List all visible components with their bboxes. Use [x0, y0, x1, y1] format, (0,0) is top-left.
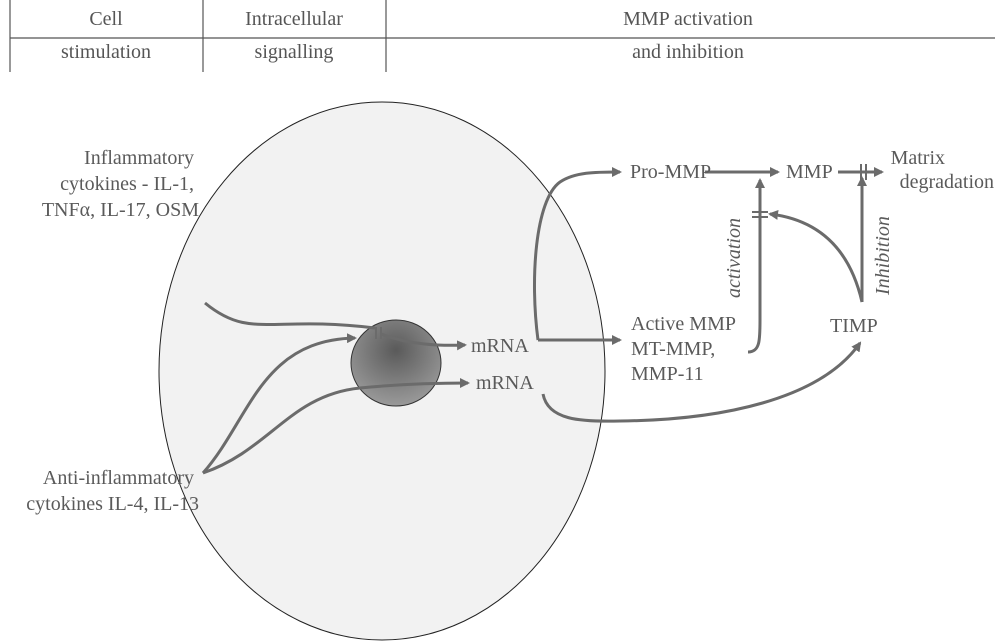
mrna-label-2: mRNA	[476, 372, 534, 394]
mrna-to-timp-arrow	[541, 341, 862, 423]
inflammatory-label: Inflammatory cytokines - IL-1, TNFα, IL-…	[42, 147, 199, 221]
mmp-label: MMP	[786, 161, 833, 183]
header-col2-line1: Intracellular	[245, 8, 343, 30]
anti-inflammatory-label: Anti-inflammatory cytokines IL-4, IL-13	[26, 467, 199, 515]
header-col3-line2: and inhibition	[632, 41, 744, 63]
inhibition-label: Inhibition	[872, 216, 894, 296]
pro-mmp-label: Pro-MMP	[630, 161, 711, 183]
activation-arrow	[747, 178, 765, 354]
matrix-degradation-label: Matrix degradation	[891, 147, 994, 193]
anti-inflammatory-arrow-1	[201, 333, 357, 474]
timp-label: TIMP	[830, 315, 878, 337]
header-col1-line1: Cell	[89, 8, 123, 30]
nucleus-to-mrna1-arrow	[380, 332, 467, 351]
active-mmp-label: Active MMP MT-MMP, MMP-11	[631, 313, 740, 385]
inflammatory-arrow	[204, 301, 376, 330]
timp-to-activation-arrow	[768, 209, 864, 303]
activation-label: activation	[723, 218, 745, 298]
mrna-to-pro-mmp-arrow	[532, 167, 622, 341]
mrna-label-1: mRNA	[471, 335, 529, 357]
header-col3-line1: MMP activation	[623, 8, 753, 30]
header-table	[9, 0, 995, 72]
anti-inflammatory-arrow-2	[202, 378, 470, 475]
header-col2-line2: signalling	[255, 41, 334, 63]
header-col1-line2: stimulation	[61, 41, 151, 63]
nucleus	[350, 319, 442, 407]
